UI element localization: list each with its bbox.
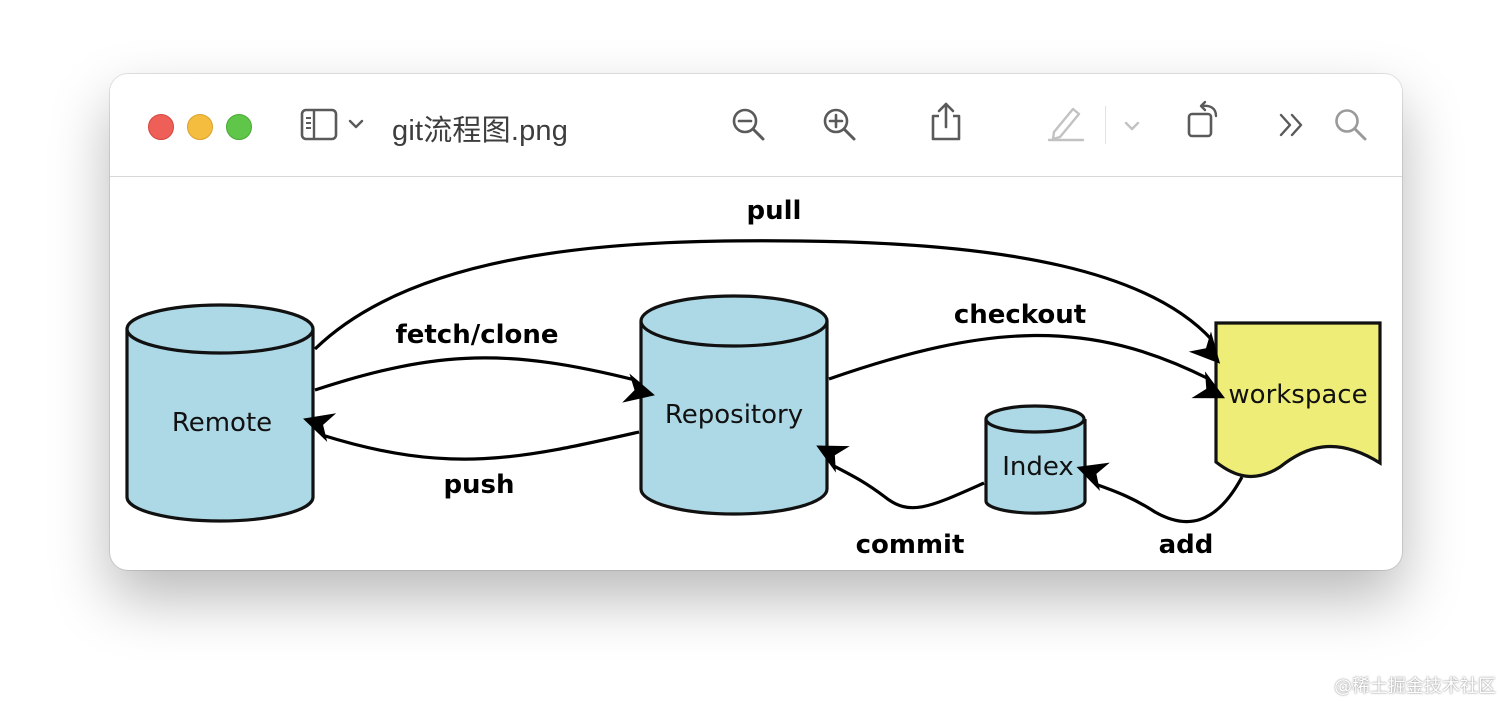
checkout-arrow xyxy=(828,333,1226,399)
commit-arrow xyxy=(816,445,985,510)
index-cylinder xyxy=(984,404,1087,515)
push-label: push xyxy=(443,470,514,500)
zoom-out-icon[interactable] xyxy=(731,107,767,143)
search-icon[interactable] xyxy=(1334,108,1368,142)
checkout-label: checkout xyxy=(954,300,1086,330)
zoom-in-icon[interactable] xyxy=(822,107,858,143)
title-bar: git流程图.png xyxy=(110,74,1402,177)
zoom-button[interactable] xyxy=(226,114,252,140)
fetch-clone-arrow xyxy=(314,356,655,403)
index-label: Index xyxy=(1002,452,1074,482)
add-arrow xyxy=(1076,462,1244,524)
markup-pen-icon[interactable] xyxy=(1046,104,1086,142)
pull-label: pull xyxy=(747,196,802,226)
minimize-button[interactable] xyxy=(187,114,213,140)
preview-window: git流程图.png xyxy=(110,74,1402,570)
document-title: git流程图.png xyxy=(392,115,569,147)
chevron-down-icon[interactable] xyxy=(348,117,364,131)
repository-label: Repository xyxy=(665,400,803,430)
more-chevrons-icon[interactable] xyxy=(1278,112,1306,138)
fetch-clone-label: fetch/clone xyxy=(395,320,558,350)
close-button[interactable] xyxy=(148,114,174,140)
workspace-document xyxy=(1214,321,1382,479)
commit-label: commit xyxy=(856,530,965,560)
pull-arrow xyxy=(313,239,1221,364)
git-flow-diagram: Remote Repository Index workspace pull f… xyxy=(125,196,1382,560)
share-icon[interactable] xyxy=(928,100,964,142)
workspace-label: workspace xyxy=(1228,380,1367,410)
push-arrow xyxy=(303,413,640,461)
remote-cylinder xyxy=(125,303,315,523)
repository-cylinder xyxy=(639,294,829,516)
add-label: add xyxy=(1159,530,1214,560)
chevron-down-icon[interactable] xyxy=(1124,119,1140,133)
rotate-icon[interactable] xyxy=(1186,100,1222,140)
sidebar-icon[interactable] xyxy=(300,108,340,142)
remote-label: Remote xyxy=(172,408,272,438)
toolbar-divider xyxy=(1105,106,1106,144)
watermark: @稀土掘金技术社区 xyxy=(1334,676,1496,697)
